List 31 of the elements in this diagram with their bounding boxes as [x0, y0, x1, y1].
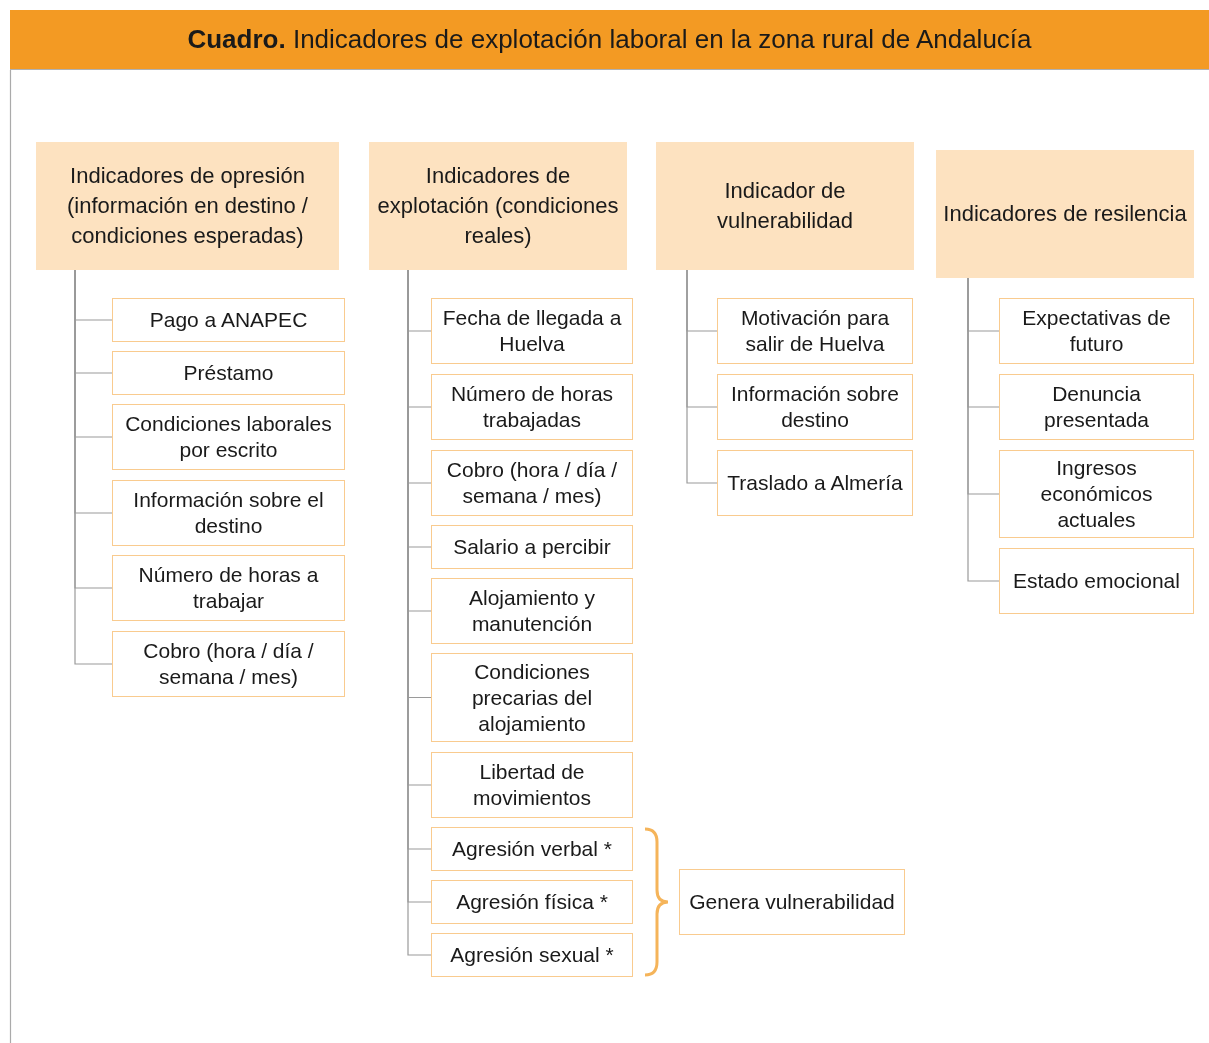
indicator-box: Expectativas de futuro [999, 298, 1194, 364]
indicator-box: Información sobre destino [717, 374, 913, 440]
category-header: Indicadores de opresión (información en destino / condiciones esperadas) [36, 142, 339, 270]
indicator-box: Ingresos económicos actuales [999, 450, 1194, 538]
indicator-box: Fecha de llegada a Huelva [431, 298, 633, 364]
indicator-box: Pago a ANAPEC [112, 298, 345, 342]
indicator-box: Cobro (hora / día / semana / mes) [112, 631, 345, 697]
connector-line [967, 277, 1000, 582]
indicator-box: Información sobre el destino [112, 480, 345, 546]
indicator-box: Préstamo [112, 351, 345, 395]
indicator-box: Agresión física * [431, 880, 633, 924]
category-header: Indicador de vulnerabilidad [656, 142, 914, 270]
category-header: Indicadores de resilencia [936, 150, 1194, 278]
indicator-box: Número de horas a trabajar [112, 555, 345, 621]
indicator-box: Estado emocional [999, 548, 1194, 614]
indicator-box: Cobro (hora / día / semana / mes) [431, 450, 633, 516]
indicator-box: Número de horas trabajadas [431, 374, 633, 440]
category-header: Indicadores de explotación (condiciones reales) [369, 142, 627, 270]
indicator-box: Denuncia presentada [999, 374, 1194, 440]
indicator-box: Condiciones precarias del alojamiento [431, 653, 633, 742]
title-text: Cuadro. Indicadores de explotación laboral en la zona rural de Andalucía [187, 24, 1032, 55]
indicator-box: Salario a percibir [431, 525, 633, 569]
indicator-box: Alojamiento y manutención [431, 578, 633, 644]
connector-line [686, 269, 718, 484]
indicator-box: Motivación para salir de Huelva [717, 298, 913, 364]
indicator-box: Traslado a Almería [717, 450, 913, 516]
indicator-box: Libertad de movimientos [431, 752, 633, 818]
indicator-box: Agresión sexual * [431, 933, 633, 977]
indicator-box: Genera vulnerabilidad [679, 869, 905, 935]
indicator-box: Agresión verbal * [431, 827, 633, 871]
indicator-box: Condiciones laborales por escrito [112, 404, 345, 470]
